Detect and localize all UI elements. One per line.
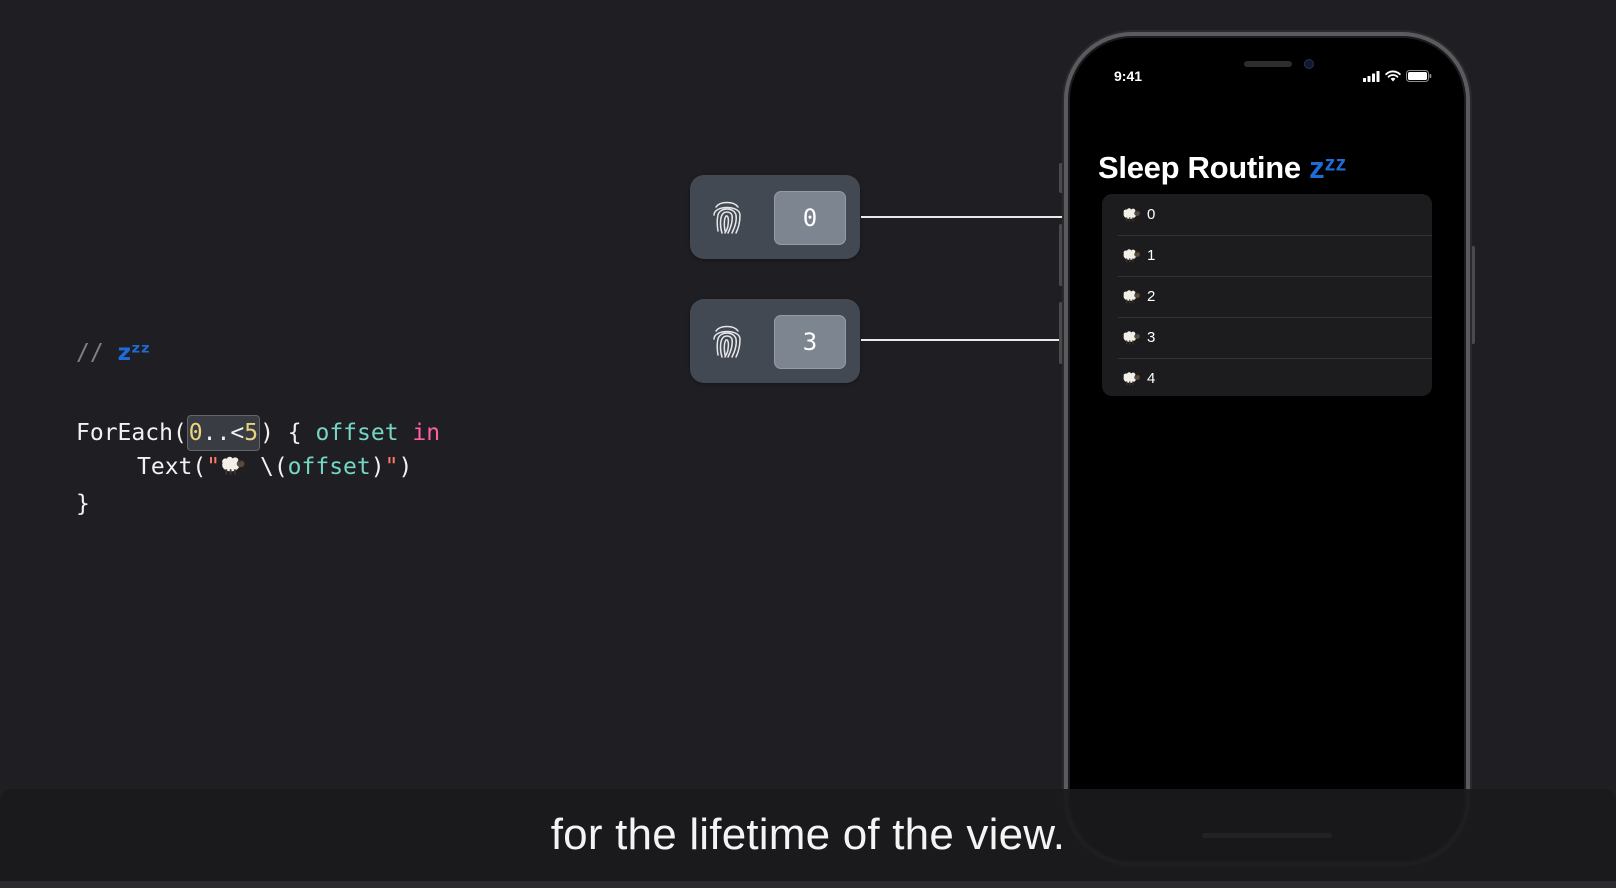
status-time: 9:41 — [1114, 68, 1143, 84]
code-interp-close: ) — [370, 454, 385, 480]
list-item[interactable]: 0 — [1102, 194, 1432, 235]
code-paren: ( — [192, 454, 207, 480]
code-closure-param: offset — [315, 420, 399, 446]
sheep-icon — [1122, 289, 1141, 305]
zzz-icon: zᶻᶻ — [117, 340, 151, 366]
code-comment: // — [76, 340, 104, 366]
zzz-icon: zᶻᶻ — [1309, 150, 1347, 185]
earpiece-speaker — [1244, 61, 1292, 67]
bottom-strip — [0, 881, 1616, 888]
sheep-list: 0 1 2 3 4 — [1102, 194, 1432, 396]
list-item-label: 2 — [1147, 288, 1156, 305]
phone-device: 9:41 Sleep Routine zᶻᶻ 0 1 — [1064, 32, 1470, 866]
list-item[interactable]: 1 — [1102, 235, 1432, 276]
cellular-signal-icon — [1363, 70, 1380, 82]
identity-value: 3 — [774, 315, 846, 369]
list-item-label: 4 — [1147, 370, 1156, 387]
code-snippet: // zᶻᶻ ForEach(0..<5) { offset in Text("… — [76, 338, 440, 546]
code-comment-line: // zᶻᶻ — [76, 338, 150, 368]
range-start: 0 — [188, 420, 203, 446]
status-icons — [1363, 70, 1432, 82]
wifi-icon — [1385, 70, 1401, 82]
code-interp-var: offset — [287, 454, 371, 480]
range-operator: ..< — [202, 420, 245, 446]
code-text-line: Text(" \(offset)") — [137, 452, 412, 482]
code-brace-open: ) { — [260, 420, 302, 446]
list-item[interactable]: 3 — [1102, 317, 1432, 358]
code-foreach: ForEach — [76, 420, 173, 446]
code-text-fn: Text — [137, 454, 193, 480]
list-item[interactable]: 2 — [1102, 276, 1432, 317]
identity-card-3: 3 — [690, 299, 860, 383]
sheep-icon — [1122, 371, 1141, 387]
code-closing-brace: } — [76, 491, 90, 517]
phone-volume-up — [1059, 224, 1064, 286]
list-item-label: 0 — [1147, 206, 1156, 223]
range-end: 5 — [244, 420, 259, 446]
code-interp-open: \( — [259, 454, 288, 480]
phone-volume-down — [1059, 302, 1064, 364]
fingerprint-icon — [710, 321, 744, 361]
code-quote: " — [384, 454, 399, 480]
code-quote: " — [206, 454, 221, 480]
battery-icon — [1406, 70, 1432, 82]
connector-line — [861, 339, 1093, 341]
code-keyword-in: in — [412, 420, 441, 446]
identity-value: 0 — [774, 191, 846, 245]
page-title: Sleep Routine zᶻᶻ — [1098, 150, 1346, 186]
range-highlight: 0..<5 — [186, 415, 261, 451]
identity-card-0: 0 — [690, 175, 860, 259]
sheep-icon — [220, 452, 246, 482]
list-item[interactable]: 4 — [1102, 358, 1432, 396]
connector-line — [861, 216, 1093, 218]
list-item-label: 1 — [1147, 247, 1156, 264]
code-foreach-line: ForEach(0..<5) { offset in — [76, 415, 441, 451]
sheep-icon — [1122, 248, 1141, 264]
caption-bar — [0, 789, 1616, 881]
fingerprint-icon — [710, 197, 744, 237]
code-paren: ) — [398, 454, 413, 480]
phone-mute-switch — [1059, 163, 1064, 193]
front-camera — [1304, 59, 1314, 69]
caption-text: for the lifetime of the view. — [550, 810, 1066, 859]
code-paren: ( — [172, 420, 187, 446]
title-text: Sleep Routine — [1098, 150, 1301, 185]
code-closing-line: } — [76, 489, 90, 519]
sheep-icon — [1122, 207, 1141, 223]
sheep-icon — [1122, 330, 1141, 346]
list-item-label: 3 — [1147, 329, 1156, 346]
phone-side-button — [1470, 246, 1475, 344]
